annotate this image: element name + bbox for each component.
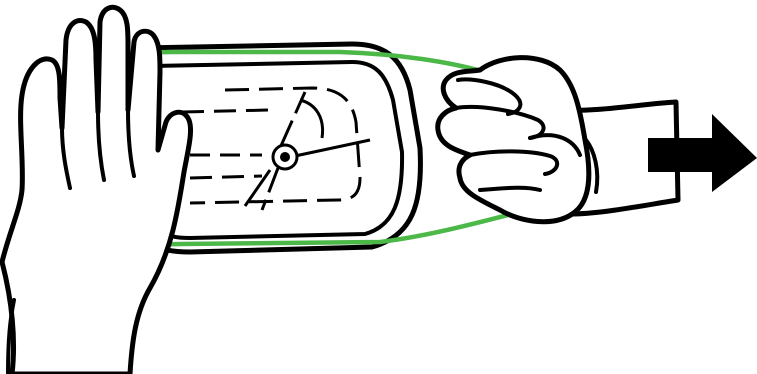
device-center-dot — [280, 152, 290, 162]
device-dashed-guide-upper — [182, 110, 270, 112]
fist-icon — [438, 58, 678, 222]
open-hand-icon — [2, 7, 191, 374]
open-hand-outline — [2, 7, 191, 374]
fist-finger-4 — [480, 188, 540, 190]
